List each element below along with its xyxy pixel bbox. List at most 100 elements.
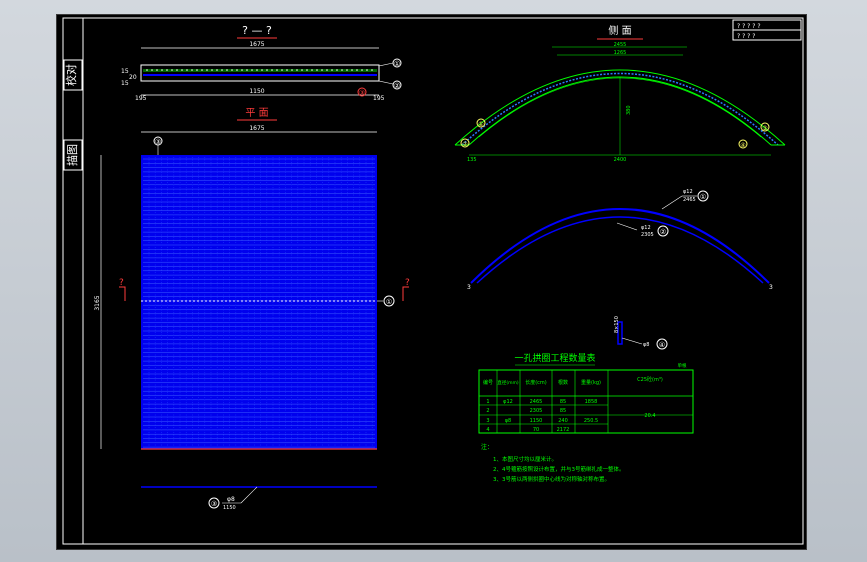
section-marker-3 (357, 87, 367, 97)
svg-text:②: ② (394, 82, 400, 90)
section-dot (336, 69, 338, 71)
section-dot (331, 69, 333, 71)
side-dim-left-small: 135 (467, 157, 477, 163)
rebar-top-dim: 2465 (683, 197, 696, 203)
drawing-sheet: 校对 描图 ? ? ? ? ? ? ? ? ? ? — ? 1675 1150 … (56, 14, 807, 550)
th-id: 编号 (483, 379, 493, 386)
svg-text:②: ② (462, 141, 468, 148)
rebar-inner-label: φ12 (641, 225, 651, 231)
section-dot (276, 69, 278, 71)
section-dot (236, 69, 238, 71)
table-title: 一孔拱圈工程数量表 (514, 352, 595, 364)
section-dot (161, 69, 163, 71)
rebar-top-marker (697, 190, 709, 202)
table-cell: 3 (486, 418, 489, 424)
section-dot (266, 69, 268, 71)
section-dot (306, 69, 308, 71)
section-dot (346, 69, 348, 71)
plan-dim-top: 1675 (249, 125, 264, 132)
section-dot (316, 69, 318, 71)
title-block-row2: ? ? ? ? (737, 33, 755, 40)
section-marker-1 (392, 58, 402, 68)
svg-text:?: ? (405, 278, 410, 288)
side-view-title: 侧 面 (608, 24, 631, 37)
section-dim-left-a: 15 (121, 68, 129, 75)
section-dot (226, 69, 228, 71)
section-slab (140, 64, 380, 82)
side-marker-4 (738, 139, 748, 149)
section-dot (221, 69, 223, 71)
table-cell-concrete: 20.4 (644, 413, 655, 419)
table-cell: 2305 (530, 408, 543, 414)
stirrup-shape (617, 321, 623, 345)
svg-text:④: ④ (659, 341, 665, 349)
rebar-arc-outer (470, 208, 770, 284)
th-weight: 重量(kg) (581, 379, 601, 386)
th-length: 长度(cm) (525, 379, 547, 386)
svg-text:④: ④ (740, 142, 745, 149)
section-dot (176, 69, 178, 71)
section-dot (166, 69, 168, 71)
section-dot (171, 69, 173, 71)
svg-text:③: ③ (359, 89, 365, 97)
section-dim-bottom: 1150 (249, 88, 264, 95)
side-dim-rise: 380 (626, 105, 632, 115)
side-marker-3 (760, 122, 770, 132)
section-dot (356, 69, 358, 71)
section-dot (216, 69, 218, 71)
section-dot (246, 69, 248, 71)
section-dots (146, 69, 373, 71)
rebar-inner-marker (657, 225, 669, 237)
section-dot (181, 69, 183, 71)
table-cell: 1150 (530, 418, 543, 424)
th-diameter: 直径(mm) (497, 379, 519, 386)
svg-text:③: ③ (211, 500, 217, 508)
svg-text:③: ③ (762, 125, 767, 132)
section-dot (241, 69, 243, 71)
draw-box (63, 139, 83, 171)
table-unit-note: 单根 (678, 362, 687, 369)
section-dot (321, 69, 323, 71)
section-dot (156, 69, 158, 71)
table-cell: φ8 (505, 418, 511, 424)
section-dot (301, 69, 303, 71)
side-dim-span: 2400 (614, 157, 627, 163)
section-dot (206, 69, 208, 71)
check-label: 校对 (64, 64, 78, 86)
quantity-table (478, 369, 694, 434)
table-cell: 1858 (585, 399, 598, 405)
draw-label: 描图 (65, 144, 79, 166)
section-dim-right-end: 195 (373, 95, 385, 102)
table-cell: 250.5 (584, 418, 598, 424)
section-dot (251, 69, 253, 71)
section-dot (196, 69, 198, 71)
section-dot (186, 69, 188, 71)
section-dot (366, 69, 368, 71)
table-cell: 85 (560, 399, 566, 405)
section-dim-left-c: 15 (121, 80, 129, 87)
section-dot (351, 69, 353, 71)
check-box (63, 59, 83, 91)
section-dot (151, 69, 153, 71)
section-dot (271, 69, 273, 71)
side-marker-2 (460, 138, 470, 148)
section-dot (261, 69, 263, 71)
section-dot (326, 69, 328, 71)
drawing-border (62, 17, 804, 545)
side-marker-1 (476, 118, 486, 128)
plan-bottom-dim: 1150 (223, 505, 236, 511)
section-dot (281, 69, 283, 71)
th-concrete: C25砼(m³) (637, 376, 663, 383)
section-dot (291, 69, 293, 71)
note-1: 1、本图尺寸均以厘米计。 (493, 455, 557, 463)
svg-text:?: ? (119, 278, 124, 288)
section-dot (296, 69, 298, 71)
section-dot (371, 69, 373, 71)
side-dim-inner: 1265 (614, 50, 627, 56)
th-count: 根数 (558, 379, 568, 386)
rebar-inner-dim: 2305 (641, 232, 654, 238)
svg-text:①: ① (478, 121, 483, 128)
rebar-end-left: 3 (467, 284, 471, 291)
svg-text:①: ① (386, 298, 392, 306)
